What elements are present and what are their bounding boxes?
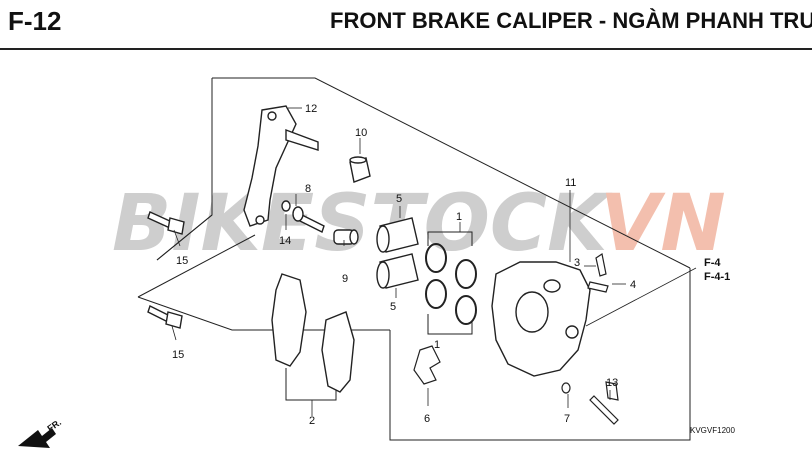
part-piston-upper (376, 217, 419, 253)
part-pad-spring (413, 345, 441, 385)
part-washer (561, 382, 571, 394)
callout-15-lower: 15 (172, 349, 184, 361)
exploded-parts-diagram: BIKESTOCK VN (18, 77, 735, 448)
part-caliper-body (491, 261, 591, 377)
callout-10: 10 (355, 127, 367, 139)
ref-f4: F-4 (704, 257, 721, 269)
callout-13: 13 (606, 377, 618, 389)
callout-3: 3 (574, 257, 580, 269)
callout-4: 4 (630, 279, 636, 291)
watermark: BIKESTOCK VN (112, 179, 726, 269)
watermark-text-main: BIKESTOCK (112, 179, 613, 269)
header-divider (0, 48, 812, 50)
part-pin-bolt-b (333, 229, 359, 245)
front-direction-indicator: FR. (18, 417, 63, 448)
assembly-frame (137, 77, 691, 441)
callout-15-upper: 15 (176, 255, 188, 267)
callout-12: 12 (305, 103, 317, 115)
cross-references: F-4 F-4-1 (704, 257, 730, 283)
arrow-icon (18, 428, 56, 448)
part-pin-bolt (281, 200, 325, 233)
callout-7: 7 (564, 413, 570, 425)
callout-1-lower: 1 (434, 339, 440, 351)
part-bracket (243, 105, 319, 227)
callout-9: 9 (342, 273, 348, 285)
callout-8: 8 (305, 183, 311, 195)
callout-5-lower: 5 (390, 301, 396, 313)
part-bolt-lower (147, 305, 183, 329)
diagram-code: KVGVF1200 (690, 426, 735, 435)
watermark-text-accent: VN (600, 179, 726, 269)
part-piston-lower (376, 253, 419, 289)
page-title: FRONT BRAKE CALIPER - NGÀM PHANH TRU (330, 8, 812, 33)
part-guide-pin (589, 381, 619, 425)
leader-lines (171, 107, 697, 416)
callout-1-upper: 1 (456, 211, 462, 223)
part-bolt-upper (147, 211, 185, 235)
callout-5-upper: 5 (396, 193, 402, 205)
section-code: F-12 (8, 6, 62, 36)
part-seals (425, 231, 477, 335)
part-brake-pads (271, 273, 355, 401)
part-boot (349, 156, 371, 183)
callout-14: 14 (279, 235, 291, 247)
page-header: F-12 FRONT BRAKE CALIPER - NGÀM PHANH TR… (0, 0, 812, 48)
callout-2: 2 (309, 415, 315, 427)
part-bleed-valve (587, 253, 609, 293)
ref-f4-1: F-4-1 (704, 271, 730, 283)
callout-11: 11 (565, 177, 576, 189)
callout-labels: 1 1 2 3 4 5 5 6 7 8 9 10 11 12 13 14 15 … (172, 103, 636, 427)
callout-6: 6 (424, 413, 430, 425)
